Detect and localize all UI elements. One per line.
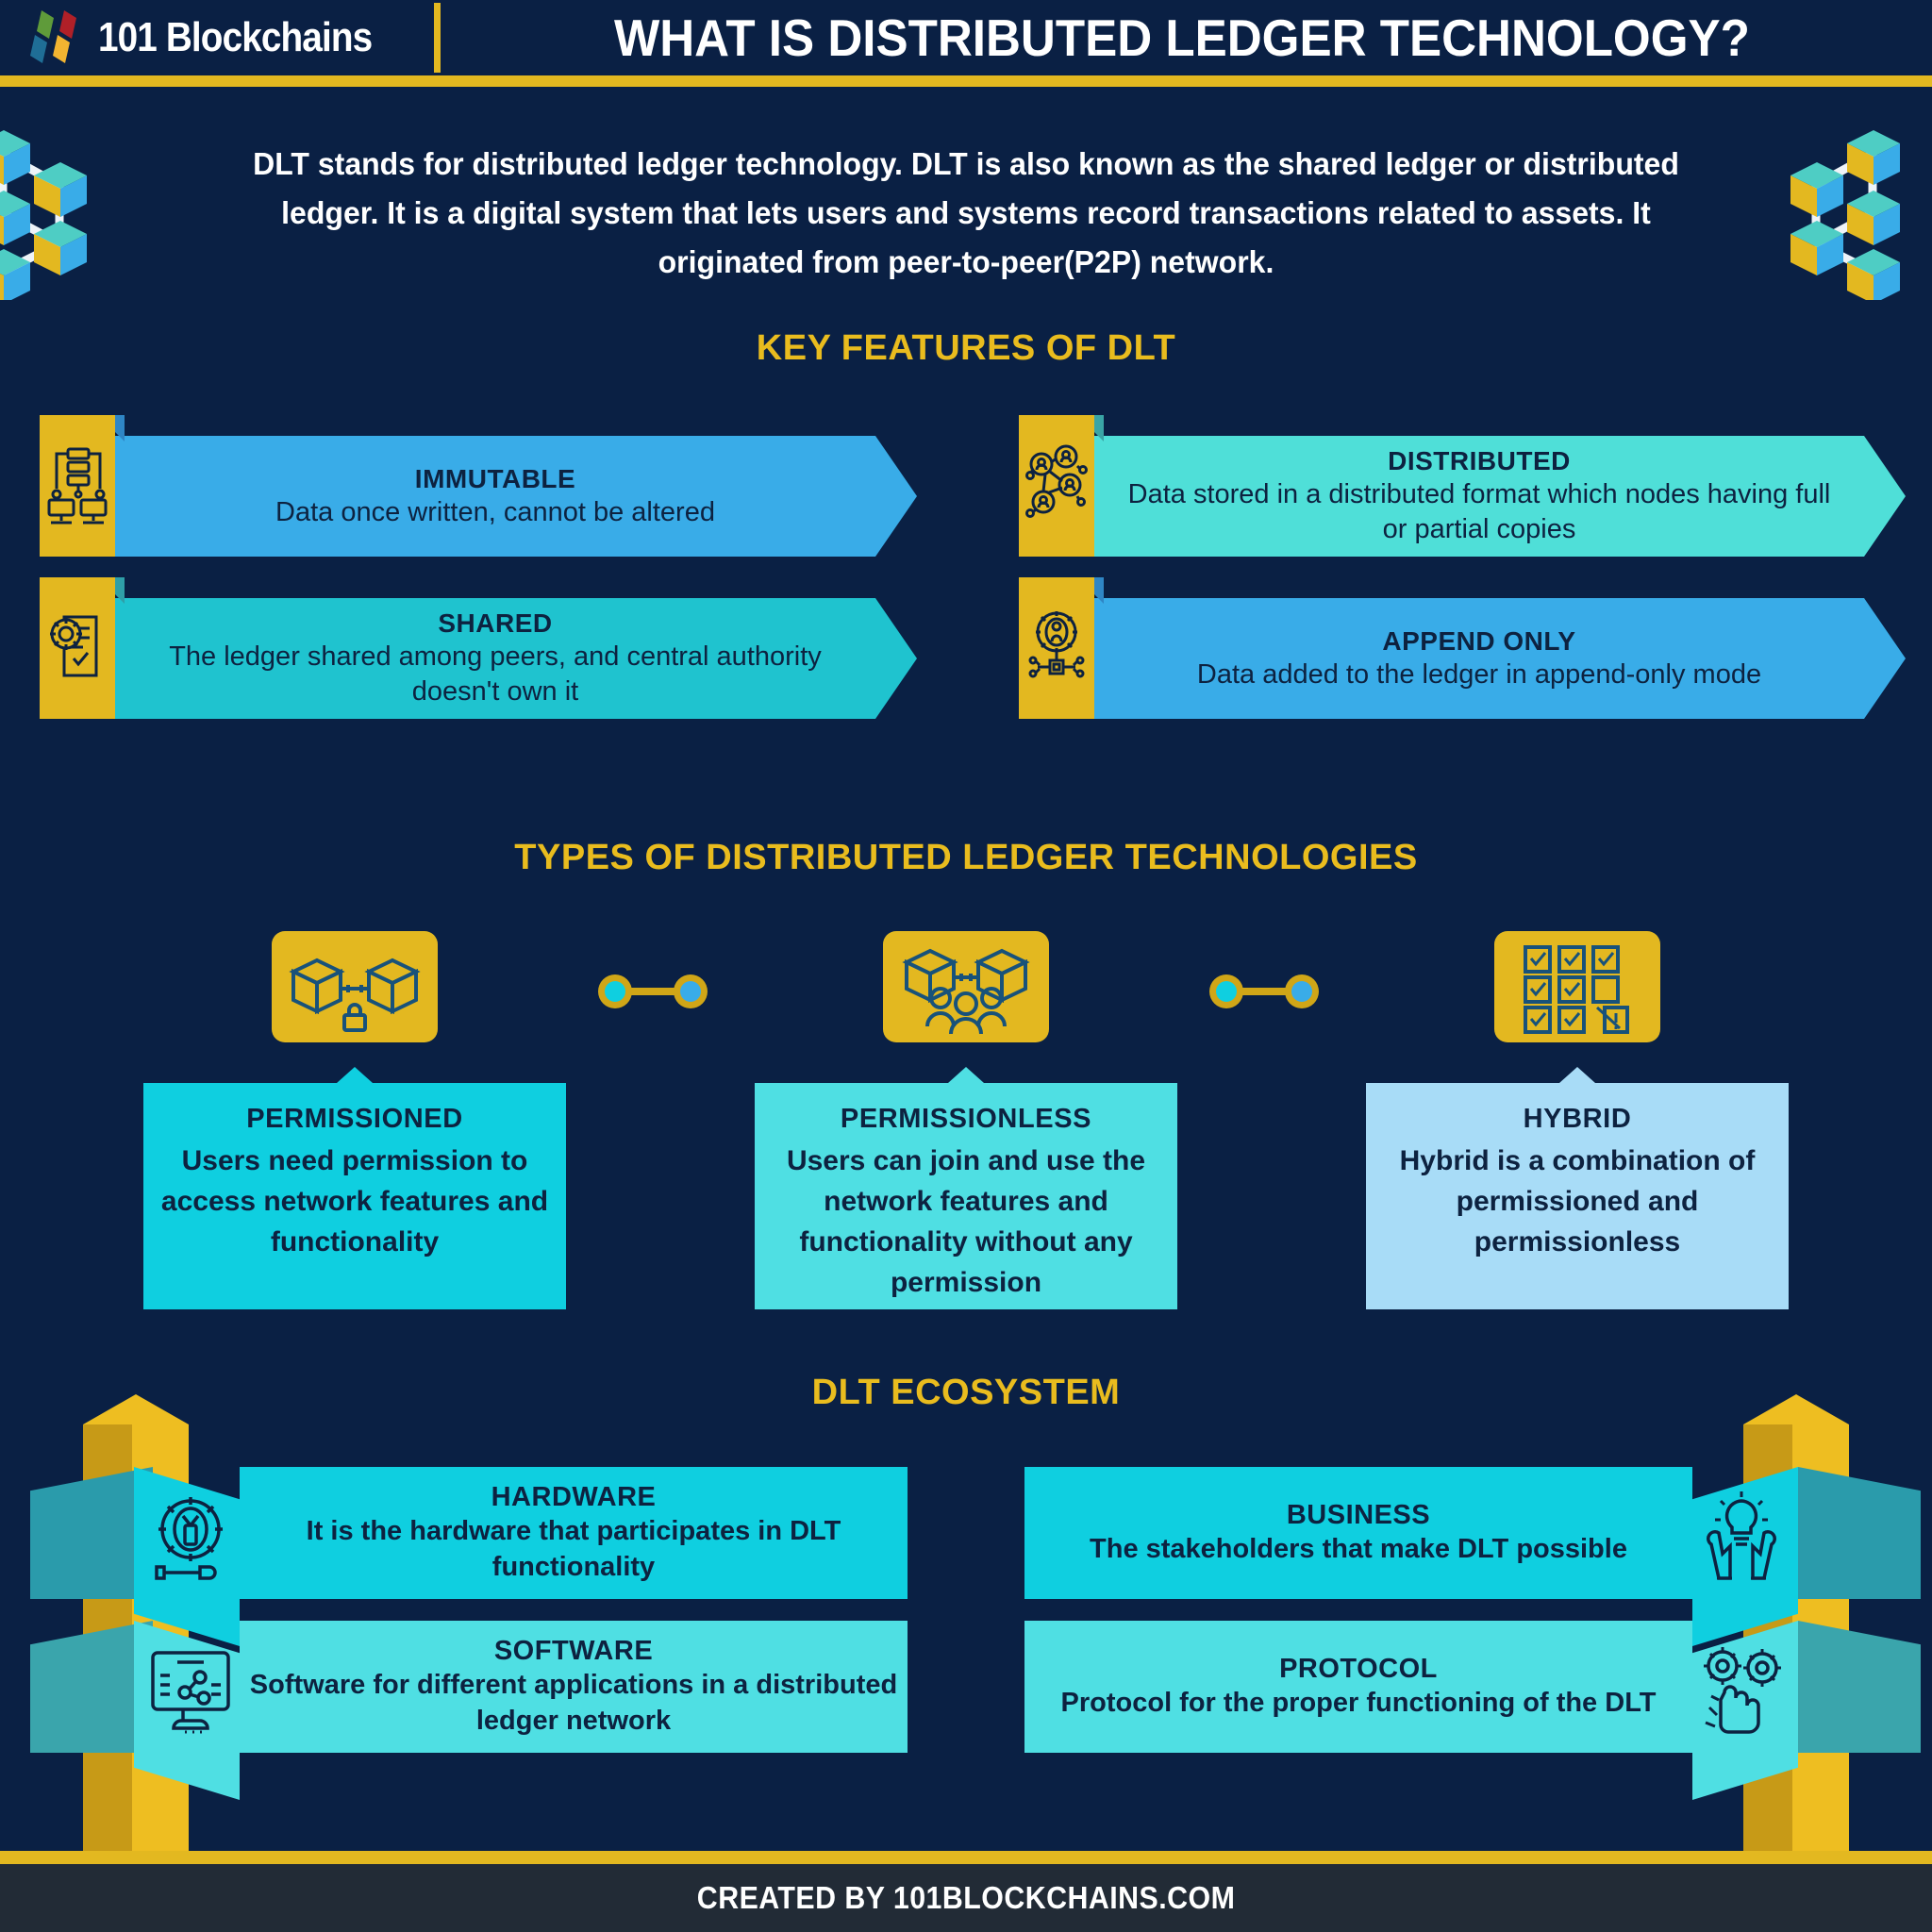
ribbon-wing bbox=[1692, 1621, 1798, 1800]
ecosystem-title: PROTOCOL bbox=[1279, 1653, 1438, 1684]
ecosystem-ribbon-protocol[interactable]: PROTOCOL Protocol for the proper functio… bbox=[1024, 1621, 1921, 1800]
feature-title: APPEND ONLY bbox=[1382, 625, 1576, 656]
section-title-key-features: KEY FEATURES OF DLT bbox=[756, 328, 1176, 368]
connector-right bbox=[1209, 974, 1319, 1008]
intro-paragraph: DLT stands for distributed ledger techno… bbox=[253, 146, 1679, 279]
checklist-grid-icon bbox=[1494, 931, 1660, 1042]
servers-icon bbox=[45, 443, 109, 526]
type-title: HYBRID bbox=[1523, 1104, 1632, 1134]
type-desc: Users can join and use the network featu… bbox=[786, 1145, 1146, 1298]
document-gear-icon bbox=[45, 606, 109, 689]
ecosystem-desc: Software for different applications in a… bbox=[249, 1669, 898, 1736]
feature-banner: SHARED The ledger shared among peers, an… bbox=[115, 598, 917, 719]
ecosystem-title: BUSINESS bbox=[1286, 1499, 1431, 1530]
card-notch bbox=[1559, 1067, 1595, 1083]
cube-cluster-right-decoration bbox=[1783, 102, 1932, 305]
card-notch bbox=[337, 1067, 373, 1083]
connector-dot-left bbox=[1209, 974, 1243, 1008]
ribbon-tail bbox=[1798, 1621, 1921, 1753]
header-rule bbox=[0, 75, 1932, 87]
ribbon-body: HARDWARE It is the hardware that partici… bbox=[240, 1467, 908, 1599]
type-card-permissioned[interactable]: PERMISSIONED Users need permission to ac… bbox=[143, 1067, 566, 1309]
ecosystem-desc: It is the hardware that participates in … bbox=[306, 1515, 841, 1582]
ecosystem-title: HARDWARE bbox=[491, 1481, 657, 1512]
ribbon-body: BUSINESS The stakeholders that make DLT … bbox=[1024, 1467, 1692, 1599]
gears-hand-icon bbox=[1696, 1641, 1787, 1745]
feature-banner: APPEND ONLY Data added to the ledger in … bbox=[1094, 598, 1906, 719]
ribbon-body: SOFTWARE Software for different applicat… bbox=[240, 1621, 908, 1753]
card-notch bbox=[948, 1067, 984, 1083]
brand-logo: 101 Blockchains bbox=[23, 7, 409, 69]
section-title-types: TYPES OF DISTRIBUTED LEDGER TECHNOLOGIES bbox=[514, 838, 1418, 877]
feature-banner: DISTRIBUTED Data stored in a distributed… bbox=[1094, 436, 1906, 557]
type-title: PERMISSIONLESS bbox=[840, 1104, 1092, 1134]
type-title: PERMISSIONED bbox=[246, 1104, 463, 1134]
gear-screwdriver-icon bbox=[145, 1488, 236, 1591]
type-card-permissionless[interactable]: PERMISSIONLESS Users can join and use th… bbox=[755, 1067, 1177, 1309]
blocks-people-icon bbox=[883, 931, 1049, 1042]
feature-desc: Data once written, cannot be altered bbox=[275, 496, 715, 527]
footer-credit: CREATED BY 101BLOCKCHAINS.COM bbox=[696, 1880, 1236, 1915]
blocks-lock-icon bbox=[272, 931, 438, 1042]
ribbon-tail bbox=[30, 1467, 153, 1599]
header-bar: 101 Blockchains WHAT IS DISTRIBUTED LEDG… bbox=[0, 0, 1932, 75]
gear-circuit-icon bbox=[1024, 606, 1089, 689]
ecosystem-ribbon-business[interactable]: BUSINESS The stakeholders that make DLT … bbox=[1024, 1467, 1921, 1646]
blockchain-diamond-logo-icon bbox=[23, 7, 87, 69]
type-desc: Hybrid is a combination of permissioned … bbox=[1399, 1145, 1756, 1257]
connector-dot-right bbox=[674, 974, 708, 1008]
page-title: WHAT IS DISTRIBUTED LEDGER TECHNOLOGY? bbox=[613, 8, 1750, 67]
connector-left bbox=[598, 974, 708, 1008]
ecosystem-title: SOFTWARE bbox=[493, 1635, 654, 1666]
connector-dot-left bbox=[598, 974, 632, 1008]
connector-bar bbox=[617, 988, 689, 995]
brand-name: 101 Blockchains bbox=[98, 14, 373, 60]
feature-card-immutable[interactable]: IMMUTABLE Data once written, cannot be a… bbox=[40, 415, 917, 575]
ecosystem-desc: The stakeholders that make DLT possible bbox=[1090, 1533, 1627, 1564]
header-divider bbox=[433, 3, 441, 73]
ribbon-body: PROTOCOL Protocol for the proper functio… bbox=[1024, 1621, 1692, 1753]
ribbon-tail bbox=[1798, 1467, 1921, 1599]
monitor-share-icon bbox=[145, 1641, 236, 1745]
ecosystem-ribbon-hardware[interactable]: HARDWARE It is the hardware that partici… bbox=[30, 1467, 908, 1646]
icon-tile bbox=[1019, 415, 1094, 557]
connector-dot-right bbox=[1285, 974, 1319, 1008]
feature-card-append-only[interactable]: APPEND ONLY Data added to the ledger in … bbox=[1019, 577, 1906, 738]
ribbon-tail bbox=[30, 1621, 153, 1753]
feature-card-shared[interactable]: SHARED The ledger shared among peers, an… bbox=[40, 577, 917, 738]
feature-card-distributed[interactable]: DISTRIBUTED Data stored in a distributed… bbox=[1019, 415, 1906, 575]
feature-banner: IMMUTABLE Data once written, cannot be a… bbox=[115, 436, 917, 557]
network-nodes-icon bbox=[1024, 443, 1089, 526]
ecosystem-desc: Protocol for the proper functioning of t… bbox=[1060, 1687, 1657, 1718]
type-card-hybrid[interactable]: HYBRID Hybrid is a combination of permis… bbox=[1366, 1067, 1789, 1309]
footer-rule bbox=[0, 1851, 1932, 1864]
feature-title: SHARED bbox=[438, 608, 553, 638]
connector-bar bbox=[1228, 988, 1300, 995]
feature-desc: Data stored in a distributed format whic… bbox=[1127, 479, 1831, 544]
section-title-ecosystem: DLT ECOSYSTEM bbox=[811, 1373, 1121, 1412]
ribbon-wing bbox=[1692, 1467, 1798, 1646]
hands-bulb-icon bbox=[1696, 1488, 1787, 1591]
feature-desc: The ledger shared among peers, and centr… bbox=[169, 641, 822, 707]
feature-title: IMMUTABLE bbox=[414, 463, 576, 493]
ecosystem-ribbon-software[interactable]: SOFTWARE Software for different applicat… bbox=[30, 1621, 908, 1800]
footer-bar: CREATED BY 101BLOCKCHAINS.COM bbox=[0, 1864, 1932, 1932]
feature-desc: Data added to the ledger in append-only … bbox=[1196, 658, 1762, 690]
cube-cluster-left-decoration bbox=[0, 102, 158, 305]
feature-title: DISTRIBUTED bbox=[1388, 446, 1571, 475]
type-desc: Users need permission to access network … bbox=[160, 1145, 549, 1257]
